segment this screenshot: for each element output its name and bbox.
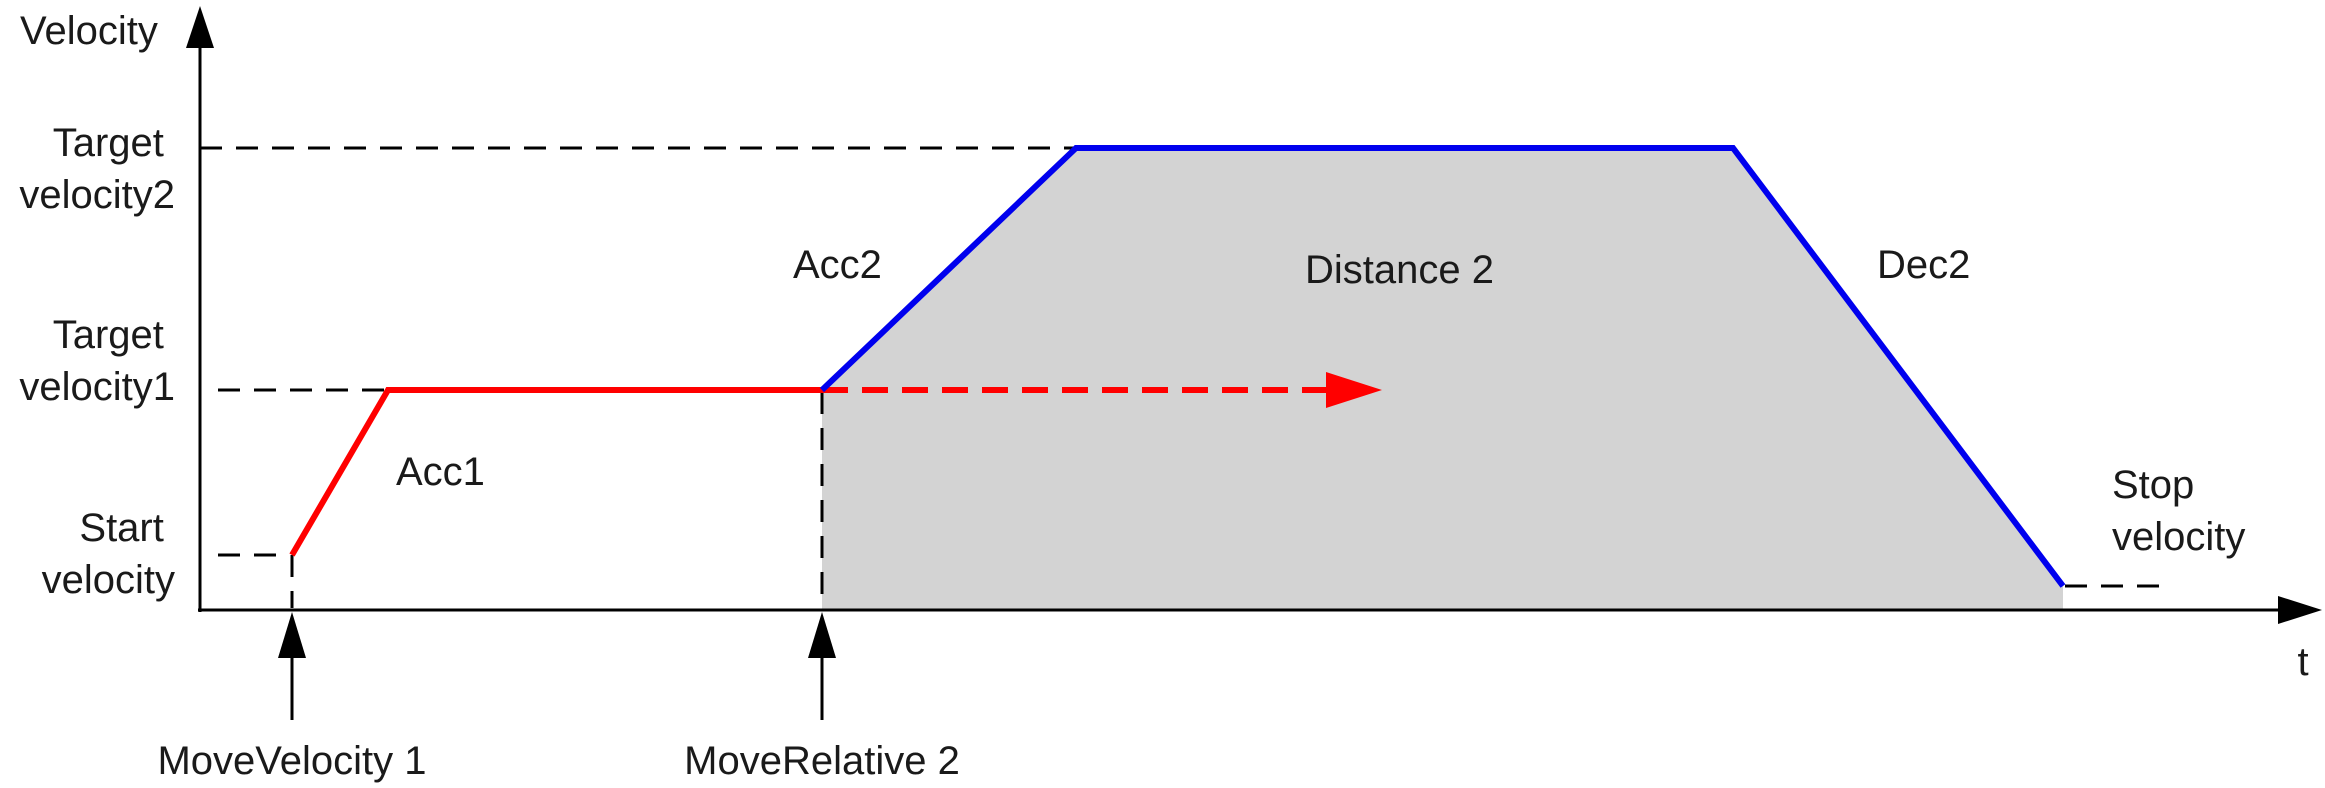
distance-area xyxy=(822,148,2063,610)
profile-2-line xyxy=(819,145,2066,588)
target-velocity1-label-line1: Target xyxy=(53,313,164,357)
target-velocity2-label-line1: Target xyxy=(53,121,164,165)
reference-lines xyxy=(200,146,2160,608)
target-velocity1-label-line2: velocity1 xyxy=(19,365,175,409)
profile-1-arrowhead xyxy=(1326,372,1382,408)
profile-1-line xyxy=(289,387,822,557)
target-velocity2-label-line2: velocity2 xyxy=(19,173,175,217)
start-velocity-label-line2: velocity xyxy=(42,558,175,602)
x-axis-label: t xyxy=(2297,640,2308,684)
acc2-label: Acc2 xyxy=(793,243,882,287)
stop-velocity-label: Stop velocity xyxy=(2112,463,2245,559)
move-velocity-arrowhead xyxy=(278,612,306,658)
dec2-label: Dec2 xyxy=(1877,243,1970,287)
acc1-label: Acc1 xyxy=(396,450,485,494)
start-velocity-label-line1: Start xyxy=(79,506,163,550)
event-arrows xyxy=(278,612,836,720)
move-relative-label: MoveRelative 2 xyxy=(684,739,960,783)
axes xyxy=(186,6,2322,624)
move-relative-arrowhead xyxy=(808,612,836,658)
y-axis-label: Velocity xyxy=(20,9,158,53)
target-velocity2-label: Target velocity2 xyxy=(19,121,175,217)
distance2-label: Distance 2 xyxy=(1305,248,1494,292)
stop-velocity-label-line2: velocity xyxy=(2112,515,2245,559)
target-velocity1-label: Target velocity1 xyxy=(19,313,175,409)
start-velocity-label: Start velocity xyxy=(42,506,175,602)
x-axis-arrowhead xyxy=(2278,596,2322,624)
stop-velocity-label-line1: Stop xyxy=(2112,463,2194,507)
move-velocity-label: MoveVelocity 1 xyxy=(157,739,426,783)
y-axis-arrowhead xyxy=(186,6,214,48)
